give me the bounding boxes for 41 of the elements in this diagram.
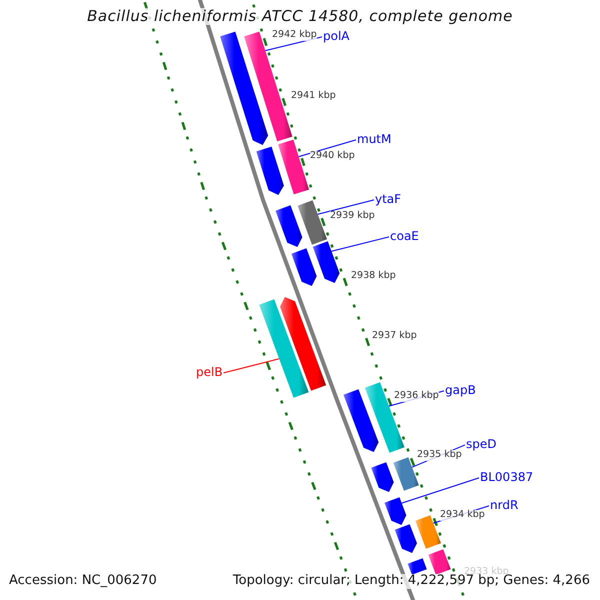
- scale-label: 2938 kbp: [351, 271, 396, 282]
- leader-line: [401, 477, 480, 504]
- gene-label: gapB: [445, 384, 476, 398]
- gene-block: [384, 497, 406, 525]
- gene-block: [415, 515, 441, 549]
- accession-text: Accession: NC_006270: [9, 574, 157, 589]
- gene-block: [344, 389, 379, 452]
- gene-block: [278, 140, 310, 194]
- leader-line: [330, 236, 390, 252]
- gene-block: [280, 297, 326, 391]
- gene-block: [256, 146, 284, 195]
- scale-label: 2936 kbp: [394, 391, 439, 402]
- gene-block: [428, 549, 451, 575]
- gene-block: [371, 462, 394, 492]
- gene-label: coaE: [390, 230, 419, 244]
- scale-label: 2942 kbp: [272, 30, 317, 41]
- scale-label: 2939 kbp: [330, 211, 375, 222]
- gene-label: nrdR: [490, 499, 518, 513]
- gene-label: mutM: [357, 133, 392, 147]
- leader-line: [317, 199, 374, 215]
- gene-block: [291, 248, 317, 286]
- gene-block: [312, 241, 340, 283]
- gene-label: ytaF: [375, 193, 402, 207]
- gene-block: [276, 205, 302, 247]
- gene-block: [259, 299, 309, 398]
- leader-line: [298, 139, 356, 158]
- gene-block: [393, 457, 419, 491]
- gene-label: polA: [323, 30, 350, 44]
- gene-label: speD: [466, 438, 496, 452]
- leader-line: [223, 358, 280, 374]
- scale-label: 2937 kbp: [372, 331, 417, 342]
- gene-block: [220, 32, 268, 145]
- scale-label: 2934 kbp: [440, 510, 485, 521]
- gene-label: BL00387: [480, 471, 534, 485]
- gene-block: [298, 200, 327, 245]
- title: Bacillus licheniformis ATCC 14580, complete genome: [87, 8, 513, 26]
- scale-label: 2941 kbp: [291, 91, 336, 102]
- scale-label: 2935 kbp: [417, 450, 462, 461]
- gene-block: [394, 524, 417, 553]
- gene-label: pelB: [196, 366, 223, 380]
- scale-label: 2940 kbp: [310, 151, 355, 162]
